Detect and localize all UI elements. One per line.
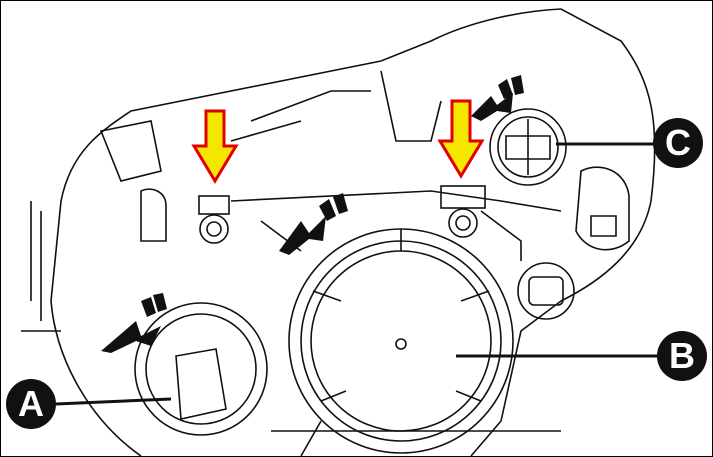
bulb-cover-b	[288, 228, 514, 454]
label-a: A	[6, 379, 56, 429]
leader-line-a	[55, 397, 172, 406]
rotation-arrow-a-icon	[101, 293, 167, 353]
bulb-cover-c	[489, 108, 567, 186]
rotation-arrow-b-icon	[279, 193, 348, 255]
label-c: C	[653, 118, 703, 168]
bulb-cover-a	[134, 302, 268, 436]
rotation-arrow-c-icon	[471, 75, 524, 121]
connector	[517, 262, 575, 320]
adjust-arrow-left-icon	[191, 109, 239, 184]
adjust-arrow-right-icon	[437, 99, 485, 179]
label-b: B	[657, 331, 707, 381]
housing-outline	[50, 8, 656, 456]
adjuster-screw-left	[199, 214, 229, 244]
adjuster-screw-right	[448, 208, 478, 238]
